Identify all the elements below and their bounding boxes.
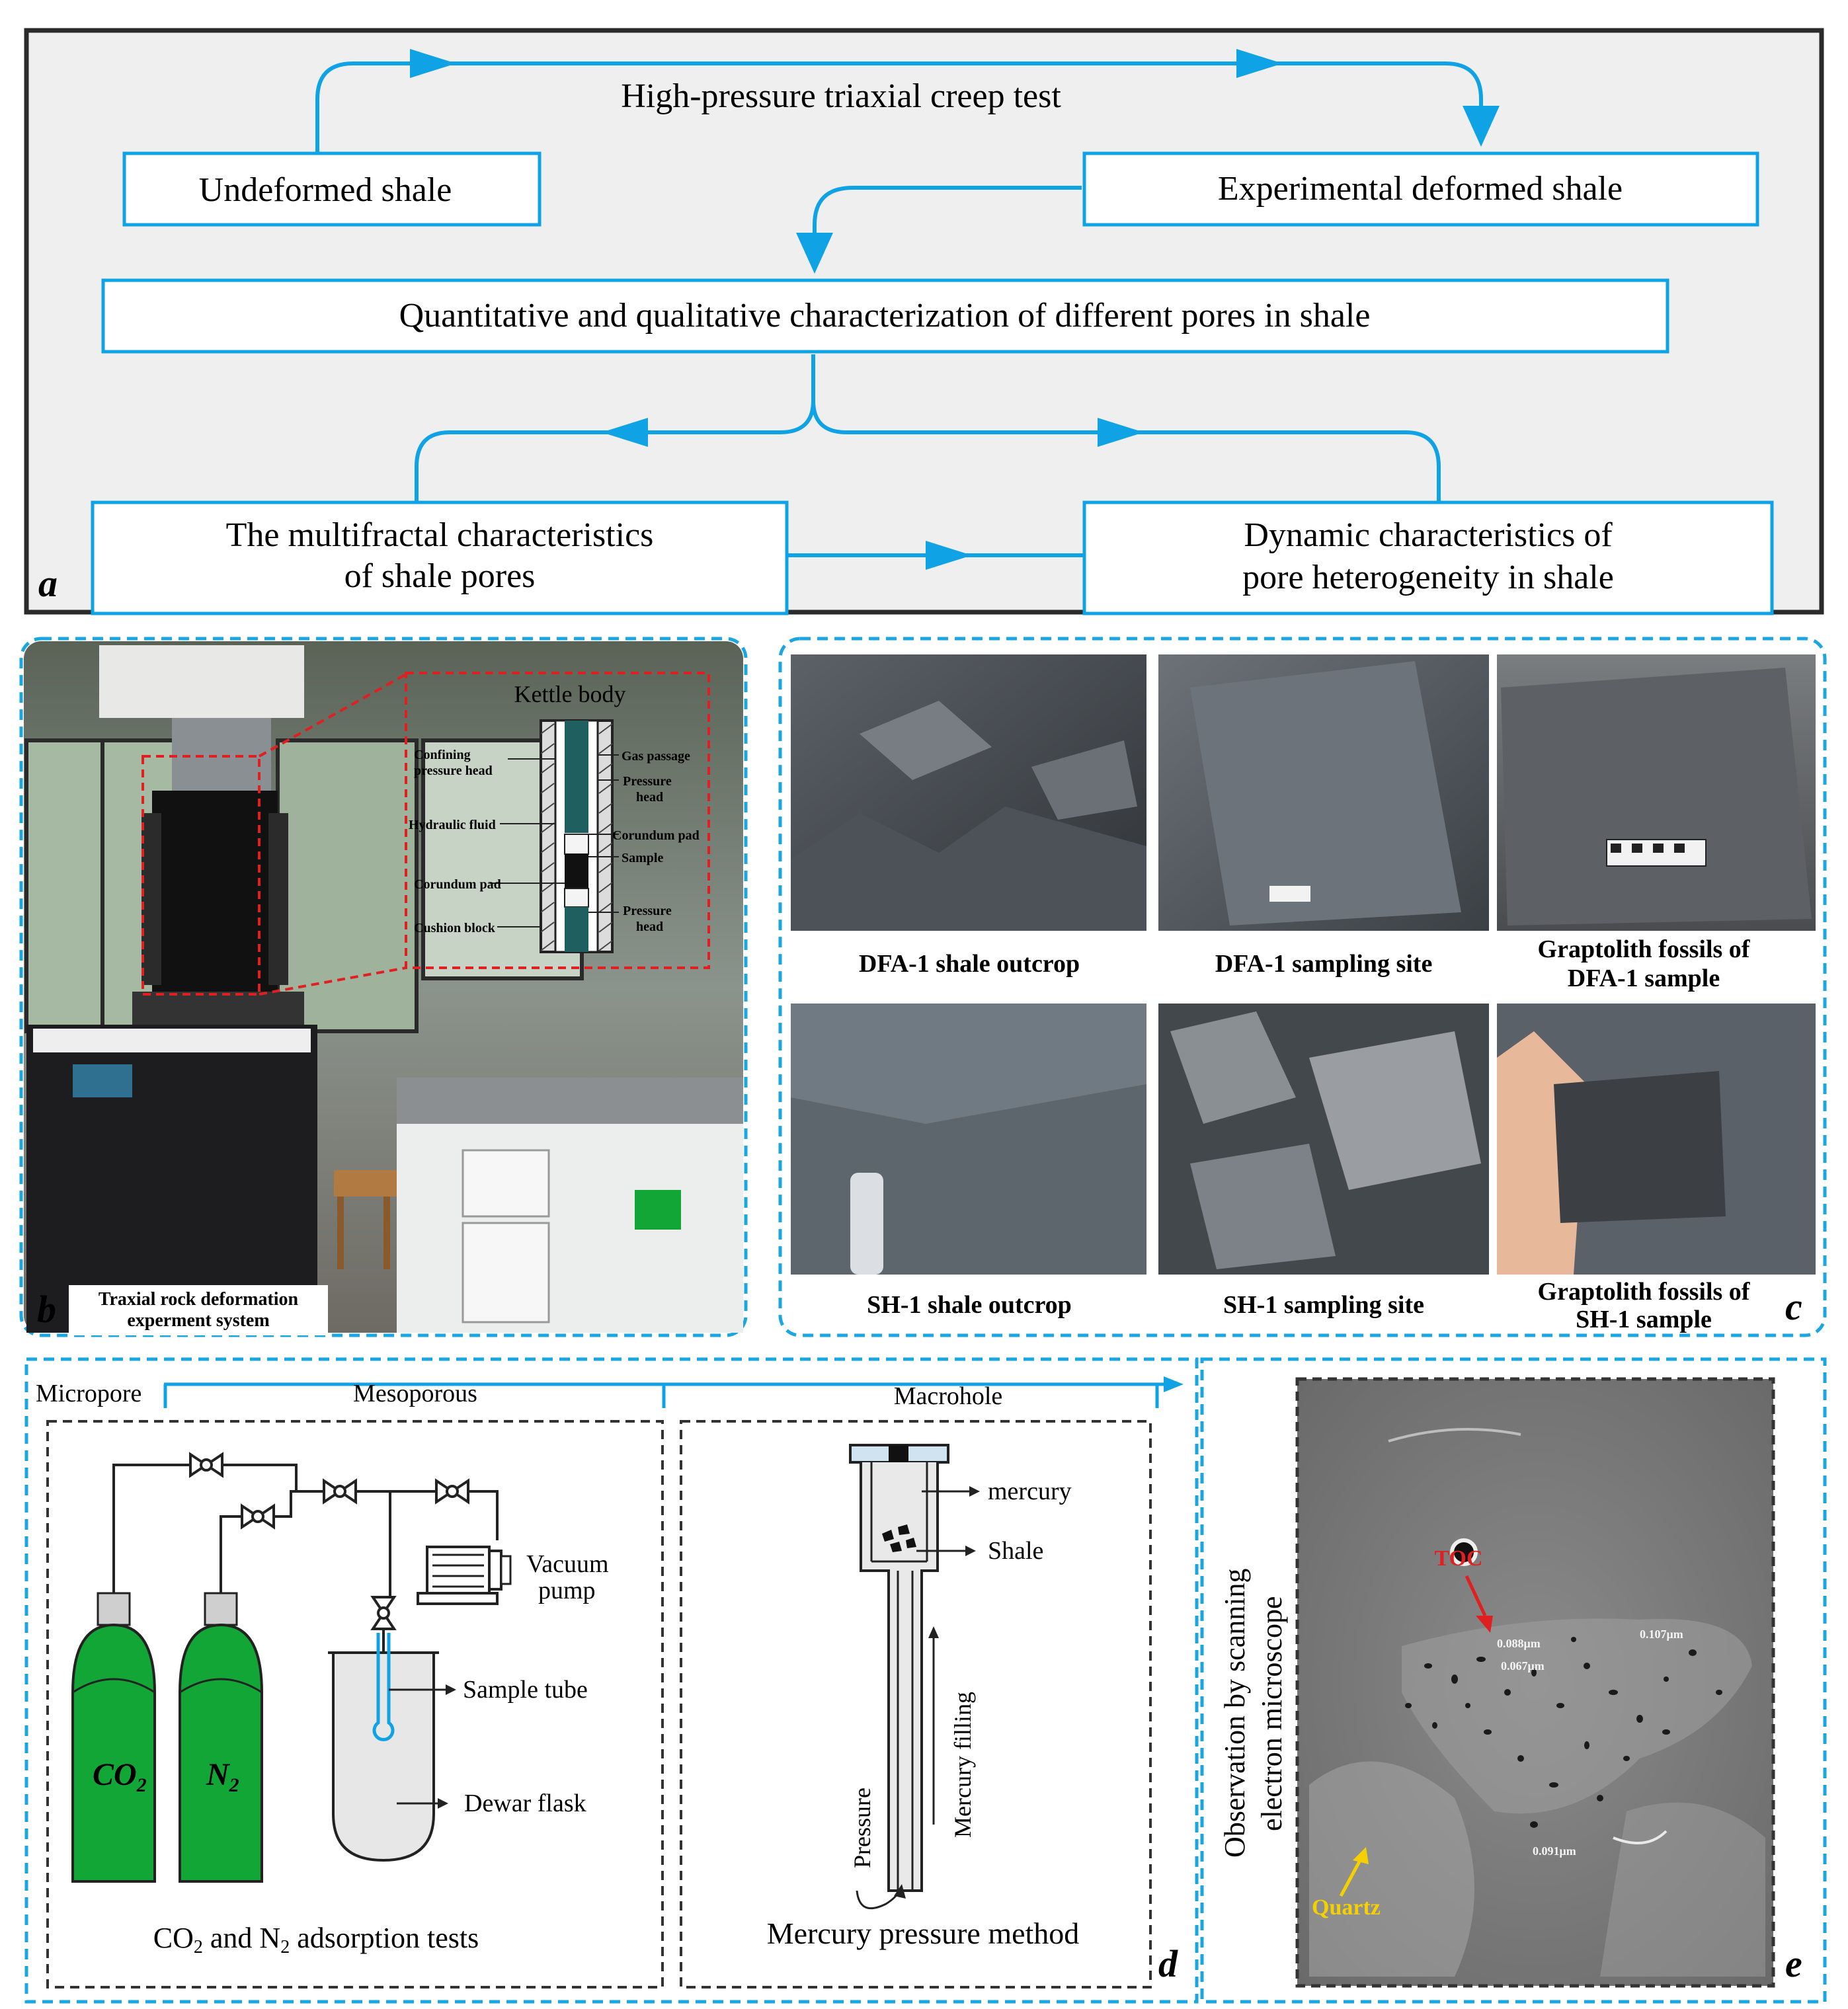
pore-scale-bar bbox=[163, 1376, 1184, 1408]
panel-e-letter: e bbox=[1785, 1942, 1802, 1985]
caption-adsorption-tests: CO2 and N2 adsorption tests bbox=[153, 1922, 479, 1957]
co2-cylinder bbox=[71, 1592, 156, 1883]
box-dynamic bbox=[1082, 500, 1774, 615]
label-measure-2: 0.067μm bbox=[1501, 1659, 1545, 1673]
label-sem-vertical-2: electron microscope bbox=[1256, 1596, 1288, 1831]
scale-label-macrohole: Macrohole bbox=[894, 1382, 1003, 1410]
caption-dfa1-graptolith-1: Graptolith fossils of bbox=[1538, 935, 1751, 963]
label-pressure-head-bottom-1: Pressure bbox=[623, 904, 672, 918]
notice-board bbox=[99, 645, 304, 718]
panel-d: Micropore Mesoporous Macrohole bbox=[24, 1357, 1199, 2004]
box-characterization bbox=[101, 278, 1669, 354]
label-mercury: mercury bbox=[988, 1477, 1072, 1505]
caption-sh1-outcrop: SH-1 shale outcrop bbox=[867, 1291, 1072, 1319]
zoom-connector-bottom bbox=[259, 966, 407, 996]
hatching bbox=[540, 723, 613, 951]
panel-d-letter: d bbox=[1158, 1942, 1178, 1985]
box-undeformed-shale bbox=[122, 151, 542, 227]
sem-texture bbox=[1309, 1428, 1765, 1977]
caption-dfa1-sampling-site: DFA-1 sampling site bbox=[1215, 950, 1433, 978]
kettle-body-inset: Kettle body bbox=[405, 672, 710, 969]
label-n2: N2 bbox=[206, 1757, 239, 1796]
label-toc: TOC bbox=[1434, 1546, 1482, 1571]
triaxial-machine bbox=[26, 718, 317, 1333]
top-label-creep-test: High-pressure triaxial creep test bbox=[621, 77, 1061, 115]
label-measure-1: 0.088μm bbox=[1497, 1637, 1541, 1650]
box-multifractal bbox=[91, 500, 789, 615]
label-sample-tube: Sample tube bbox=[463, 1676, 588, 1704]
label-confining-pressure-head-2: pressure head bbox=[414, 764, 493, 778]
label-sample: Sample bbox=[622, 851, 663, 865]
kettle-body-title: Kettle body bbox=[514, 681, 626, 707]
quartz-arrow-line bbox=[1339, 1860, 1361, 1897]
label-quartz: Quartz bbox=[1312, 1895, 1381, 1920]
label-measure-4: 0.091μm bbox=[1533, 1844, 1576, 1858]
caption-sh1-sampling-site: SH-1 sampling site bbox=[1223, 1291, 1424, 1319]
box-experimental-deformed-shale bbox=[1082, 151, 1759, 227]
panel-d-frame bbox=[24, 1357, 1199, 2004]
panel-b-letter: b bbox=[37, 1288, 56, 1331]
adsorption-box bbox=[46, 1420, 664, 1989]
panel-c-frame bbox=[778, 637, 1827, 1337]
label-pressure-head-top-1: Pressure bbox=[623, 774, 672, 789]
vacuum-pump-icon bbox=[417, 1546, 512, 1605]
panel-b-caption-line2: experment system bbox=[127, 1310, 269, 1331]
penetrometer-icon bbox=[849, 1444, 949, 1892]
label-hydraulic-fluid: Hydraulic fluid bbox=[409, 818, 496, 832]
caption-mercury-pressure: Mercury pressure method bbox=[767, 1916, 1080, 1950]
label-pressure-head-top-2: head bbox=[636, 790, 663, 805]
lab-bench bbox=[334, 1078, 743, 1333]
sample-tube-icon bbox=[372, 1633, 395, 1741]
zoom-connector-top bbox=[259, 673, 407, 758]
zoom-box bbox=[141, 755, 261, 996]
label-dynamic-line2: pore heterogeneity in shale bbox=[1242, 559, 1614, 596]
label-characterization: Quantitative and qualitative characteriz… bbox=[399, 297, 1371, 335]
panel-a: High-pressure triaxial creep test Undefo… bbox=[24, 28, 1824, 615]
scale-label-mesoporous: Mesoporous bbox=[353, 1380, 477, 1407]
label-multifractal-line2: of shale pores bbox=[344, 557, 536, 595]
panel-c-letter: c bbox=[1785, 1285, 1802, 1328]
scale-label-micropore: Micropore bbox=[36, 1380, 141, 1407]
label-undeformed-shale: Undeformed shale bbox=[199, 171, 452, 209]
flow-arrows-a bbox=[315, 49, 1500, 570]
mercury-box bbox=[680, 1420, 1152, 1989]
label-confining-pressure-head-1: Confining bbox=[414, 748, 471, 762]
caption-dfa1-outcrop: DFA-1 shale outcrop bbox=[859, 950, 1080, 978]
label-vacuum-line2: pump bbox=[538, 1577, 596, 1604]
quartz-arrowhead bbox=[1353, 1847, 1369, 1864]
label-cushion-block: Cushion block bbox=[414, 921, 496, 935]
panel-b: Kettle body bbox=[19, 637, 748, 1337]
valve-icons bbox=[189, 1452, 469, 1630]
label-measure-3: 0.107μm bbox=[1640, 1628, 1683, 1641]
panel-e-frame bbox=[1200, 1357, 1827, 2004]
toc-arrow-line bbox=[1465, 1575, 1487, 1617]
caption-dfa1-graptolith-2: DFA-1 sample bbox=[1568, 965, 1720, 992]
panel-b-frame bbox=[19, 637, 748, 1337]
caption-sh1-graptolith-2: SH-1 sample bbox=[1576, 1306, 1712, 1333]
label-dynamic-line1: Dynamic characteristics of bbox=[1244, 516, 1613, 554]
label-dewar-flask: Dewar flask bbox=[464, 1790, 586, 1817]
label-sem-vertical-1: Observation by scanning bbox=[1219, 1569, 1251, 1858]
panel-b-caption-line1: Traxial rock deformation bbox=[99, 1289, 299, 1310]
label-corundum-pad-left: Corundum pad bbox=[414, 877, 501, 892]
label-multifractal-line1: The multifractal characteristics bbox=[226, 516, 654, 554]
panel-c: DFA-1 shale outcrop DFA-1 sampling site … bbox=[778, 637, 1827, 1337]
label-gas-passage: Gas passage bbox=[622, 749, 690, 764]
label-pressure-head-bottom-2: head bbox=[636, 920, 663, 934]
toc-arrowhead bbox=[1476, 1616, 1493, 1633]
label-experimental-deformed-shale: Experimental deformed shale bbox=[1218, 170, 1623, 208]
caption-sh1-graptolith-1: Graptolith fossils of bbox=[1538, 1278, 1751, 1306]
label-mercury-filling: Mercury filling bbox=[949, 1692, 976, 1838]
label-co2: CO2 bbox=[93, 1757, 147, 1796]
dewar-flask-icon bbox=[328, 1651, 439, 1862]
n2-cylinder bbox=[179, 1592, 263, 1883]
label-pressure: Pressure bbox=[849, 1788, 875, 1868]
label-shale: Shale bbox=[988, 1537, 1043, 1565]
label-corundum-pad-right: Corundum pad bbox=[612, 828, 700, 843]
panel-e: TOC 0.088μm 0.067μm 0.107μm 0.091μm Quar… bbox=[1200, 1357, 1827, 2004]
label-vacuum-line1: Vacuum bbox=[526, 1550, 609, 1578]
panel-b-caption-bg bbox=[69, 1285, 328, 1335]
panel-a-letter: a bbox=[38, 562, 58, 605]
